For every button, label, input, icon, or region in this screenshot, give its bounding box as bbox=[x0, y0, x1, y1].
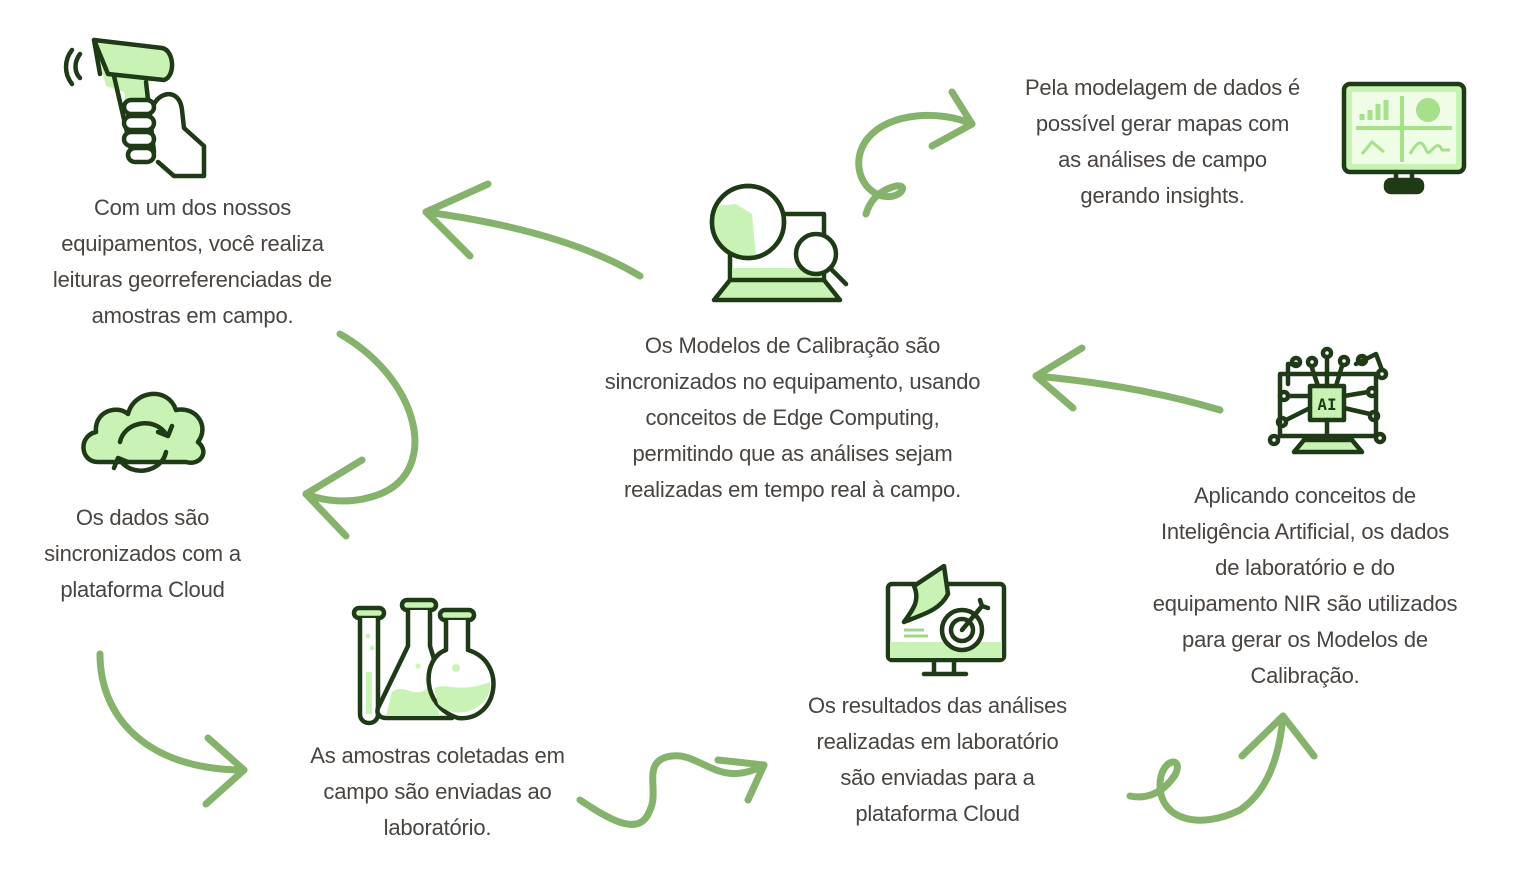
dashboard-monitor-icon bbox=[1340, 80, 1468, 198]
step-text-line: As amostras coletadas em bbox=[310, 743, 565, 768]
step-text-line: amostras em campo. bbox=[91, 303, 294, 328]
step-lab-results: Os resultados das análises realizadas em… bbox=[785, 688, 1090, 832]
step-field-reading: Com um dos nossos equipamentos, você rea… bbox=[20, 190, 365, 334]
step-text-line: leituras georreferenciadas de bbox=[52, 267, 333, 292]
monitor-target-icon bbox=[884, 563, 1010, 680]
step-text-line: laboratório. bbox=[383, 815, 492, 840]
arrow-cloud-to-lab bbox=[96, 650, 248, 808]
step-text-line: gerando insights. bbox=[1080, 183, 1245, 208]
step-lab-samples: As amostras coletadas em campo são envia… bbox=[290, 738, 585, 846]
step-text-line: plataforma Cloud bbox=[60, 577, 225, 602]
step-text-line: sincronizados no equipamento, usando bbox=[604, 369, 981, 394]
step-text-line: realizadas em laboratório bbox=[816, 729, 1059, 754]
step-text-line: de laboratório e do bbox=[1215, 555, 1395, 580]
step-text-line: para gerar os Modelos de bbox=[1182, 627, 1428, 652]
step-edge-computing: Os Modelos de Calibração são sincronizad… bbox=[570, 328, 1015, 508]
laptop-analysis-icon bbox=[708, 182, 854, 308]
step-text-line: Os dados são bbox=[75, 505, 210, 530]
ai-circuit-monitor-icon: AI bbox=[1266, 344, 1390, 462]
step-cloud-sync: Os dados são sincronizados com a platafo… bbox=[20, 500, 265, 608]
svg-text:AI: AI bbox=[1317, 395, 1336, 414]
step-text-line: Os resultados das análises bbox=[808, 693, 1067, 718]
step-text-line: possível gerar mapas com bbox=[1035, 111, 1290, 136]
step-text-line: realizadas em tempo real à campo. bbox=[623, 477, 961, 502]
cloud-sync-icon bbox=[76, 382, 210, 492]
arrow-edge-to-field bbox=[422, 180, 644, 280]
arrow-edge-to-insights bbox=[855, 88, 976, 218]
step-text-line: Aplicando conceitos de bbox=[1194, 483, 1416, 508]
arrow-ai-to-edge bbox=[1032, 344, 1224, 414]
step-text-line: campo são enviadas ao bbox=[323, 779, 552, 804]
step-text-line: plataforma Cloud bbox=[855, 801, 1020, 826]
step-text-line: Inteligência Artificial, os dados bbox=[1160, 519, 1450, 544]
step-text-line: equipamentos, você realiza bbox=[61, 231, 324, 256]
step-text-line: Com um dos nossos bbox=[93, 195, 292, 220]
step-text-line: as análises de campo bbox=[1058, 147, 1267, 172]
step-text-line: Pela modelagem de dados é bbox=[1024, 75, 1301, 100]
step-text-line: Calibração. bbox=[1250, 663, 1360, 688]
step-text-line: permitindo que as análises sejam bbox=[632, 441, 953, 466]
step-text-line: conceitos de Edge Computing, bbox=[645, 405, 940, 430]
step-ai-models: Aplicando conceitos de Inteligência Arti… bbox=[1120, 478, 1490, 694]
step-text-line: equipamento NIR são utilizados bbox=[1152, 591, 1458, 616]
arrow-field-to-cloud bbox=[302, 330, 419, 540]
step-text-line: Os Modelos de Calibração são bbox=[644, 333, 941, 358]
handheld-scanner-icon bbox=[62, 34, 212, 180]
arrow-lab-to-results bbox=[576, 752, 768, 828]
step-insights: Pela modelagem de dados é possível gerar… bbox=[1000, 70, 1325, 214]
step-text-line: são enviadas para a bbox=[840, 765, 1035, 790]
lab-flasks-icon bbox=[348, 596, 500, 730]
arrow-results-to-ai bbox=[1126, 712, 1318, 824]
step-text-line: sincronizados com a bbox=[44, 541, 241, 566]
